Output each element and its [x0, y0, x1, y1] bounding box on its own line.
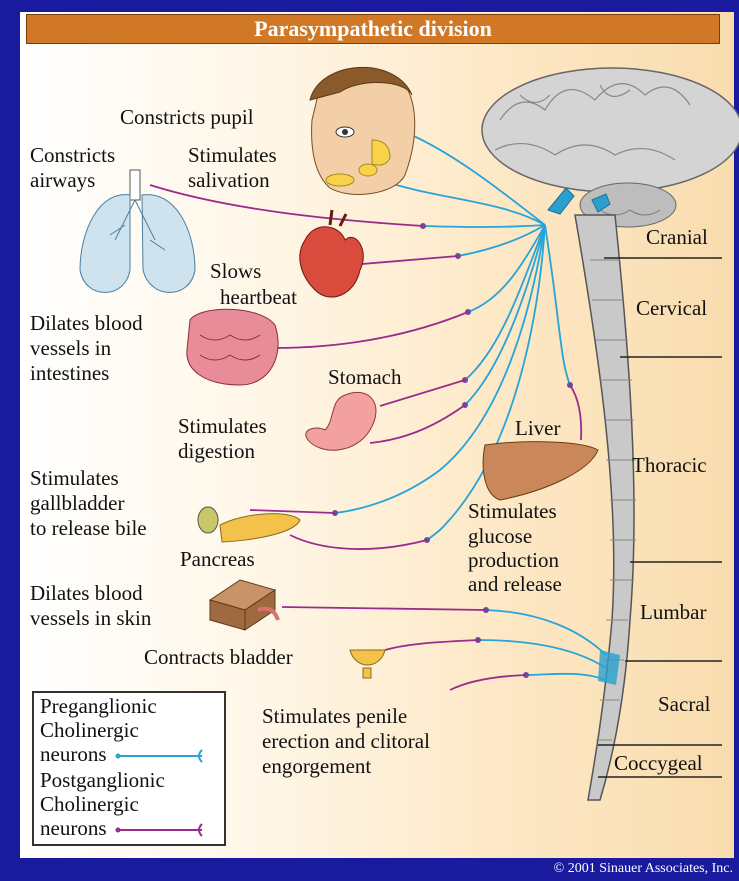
legend-pre-line-3: neurons — [40, 742, 107, 766]
copyright: © 2001 Sinauer Associates, Inc. — [554, 861, 733, 877]
head-icon — [310, 67, 415, 194]
skin-icon — [210, 580, 278, 630]
label-penile-2: erection and clitoral — [262, 729, 430, 753]
legend-pre-line-2: Cholinergic — [40, 718, 139, 742]
brain-icon — [482, 68, 739, 227]
label-intestine-2: vessels in — [30, 336, 112, 360]
label-heart-2: heartbeat — [220, 285, 297, 309]
label-heart-1: Slows — [210, 259, 261, 283]
label-salivation-2: salivation — [188, 168, 270, 192]
liver-icon — [483, 442, 598, 500]
label-digestion-1: Stimulates — [178, 414, 267, 438]
label-constricts-pupil: Constricts pupil — [120, 105, 254, 129]
legend-post-line-3: neurons — [40, 816, 107, 840]
label-glucose-1: Stimulates — [468, 499, 557, 523]
label-intestine-3: intestines — [30, 361, 109, 385]
pancreas-icon — [198, 507, 300, 542]
label-digestion-2: digestion — [178, 439, 255, 463]
legend-post-line-icon — [116, 824, 203, 836]
label-salivation-1: Stimulates — [188, 143, 277, 167]
spinal-cord-icon — [575, 215, 636, 800]
label-penile-1: Stimulates penile — [262, 704, 407, 728]
bladder-icon — [350, 650, 385, 678]
label-glucose-4: and release — [468, 572, 562, 596]
region-cranial: Cranial — [646, 225, 708, 249]
lungs-icon — [80, 170, 195, 293]
heart-icon — [300, 210, 364, 297]
region-cervical: Cervical — [636, 296, 707, 320]
legend-post-line-1: Postganglionic — [40, 768, 165, 792]
label-intestine-1: Dilates blood — [30, 311, 143, 335]
label-bladder: Contracts bladder — [144, 645, 293, 669]
label-glucose-3: production — [468, 548, 559, 572]
label-skin-1: Dilates blood — [30, 581, 143, 605]
region-lumbar: Lumbar — [640, 600, 706, 624]
label-airways-1: Constricts — [30, 143, 115, 167]
stomach-icon — [306, 392, 376, 450]
region-thoracic: Thoracic — [632, 453, 707, 477]
label-liver: Liver — [515, 416, 560, 440]
label-gallbladder-1: Stimulates — [30, 466, 119, 490]
region-sacral: Sacral — [658, 692, 711, 716]
label-penile-3: engorgement — [262, 754, 371, 778]
intestines-icon — [187, 309, 278, 385]
label-gallbladder-2: gallbladder — [30, 491, 124, 515]
legend-canvas: Preganglionic Cholinergic neurons Postga… — [34, 693, 224, 844]
label-skin-2: vessels in skin — [30, 606, 152, 630]
label-gallbladder-3: to release bile — [30, 516, 147, 540]
legend-pre-line-icon — [116, 750, 203, 762]
label-glucose-2: glucose — [468, 524, 532, 548]
legend-post-line-2: Cholinergic — [40, 792, 139, 816]
label-stomach: Stomach — [328, 365, 402, 389]
legend: Preganglionic Cholinergic neurons Postga… — [32, 691, 226, 846]
legend-pre-line-1: Preganglionic — [40, 694, 157, 718]
label-pancreas: Pancreas — [180, 547, 255, 571]
region-coccygeal: Coccygeal — [614, 751, 703, 775]
label-airways-2: airways — [30, 168, 95, 192]
